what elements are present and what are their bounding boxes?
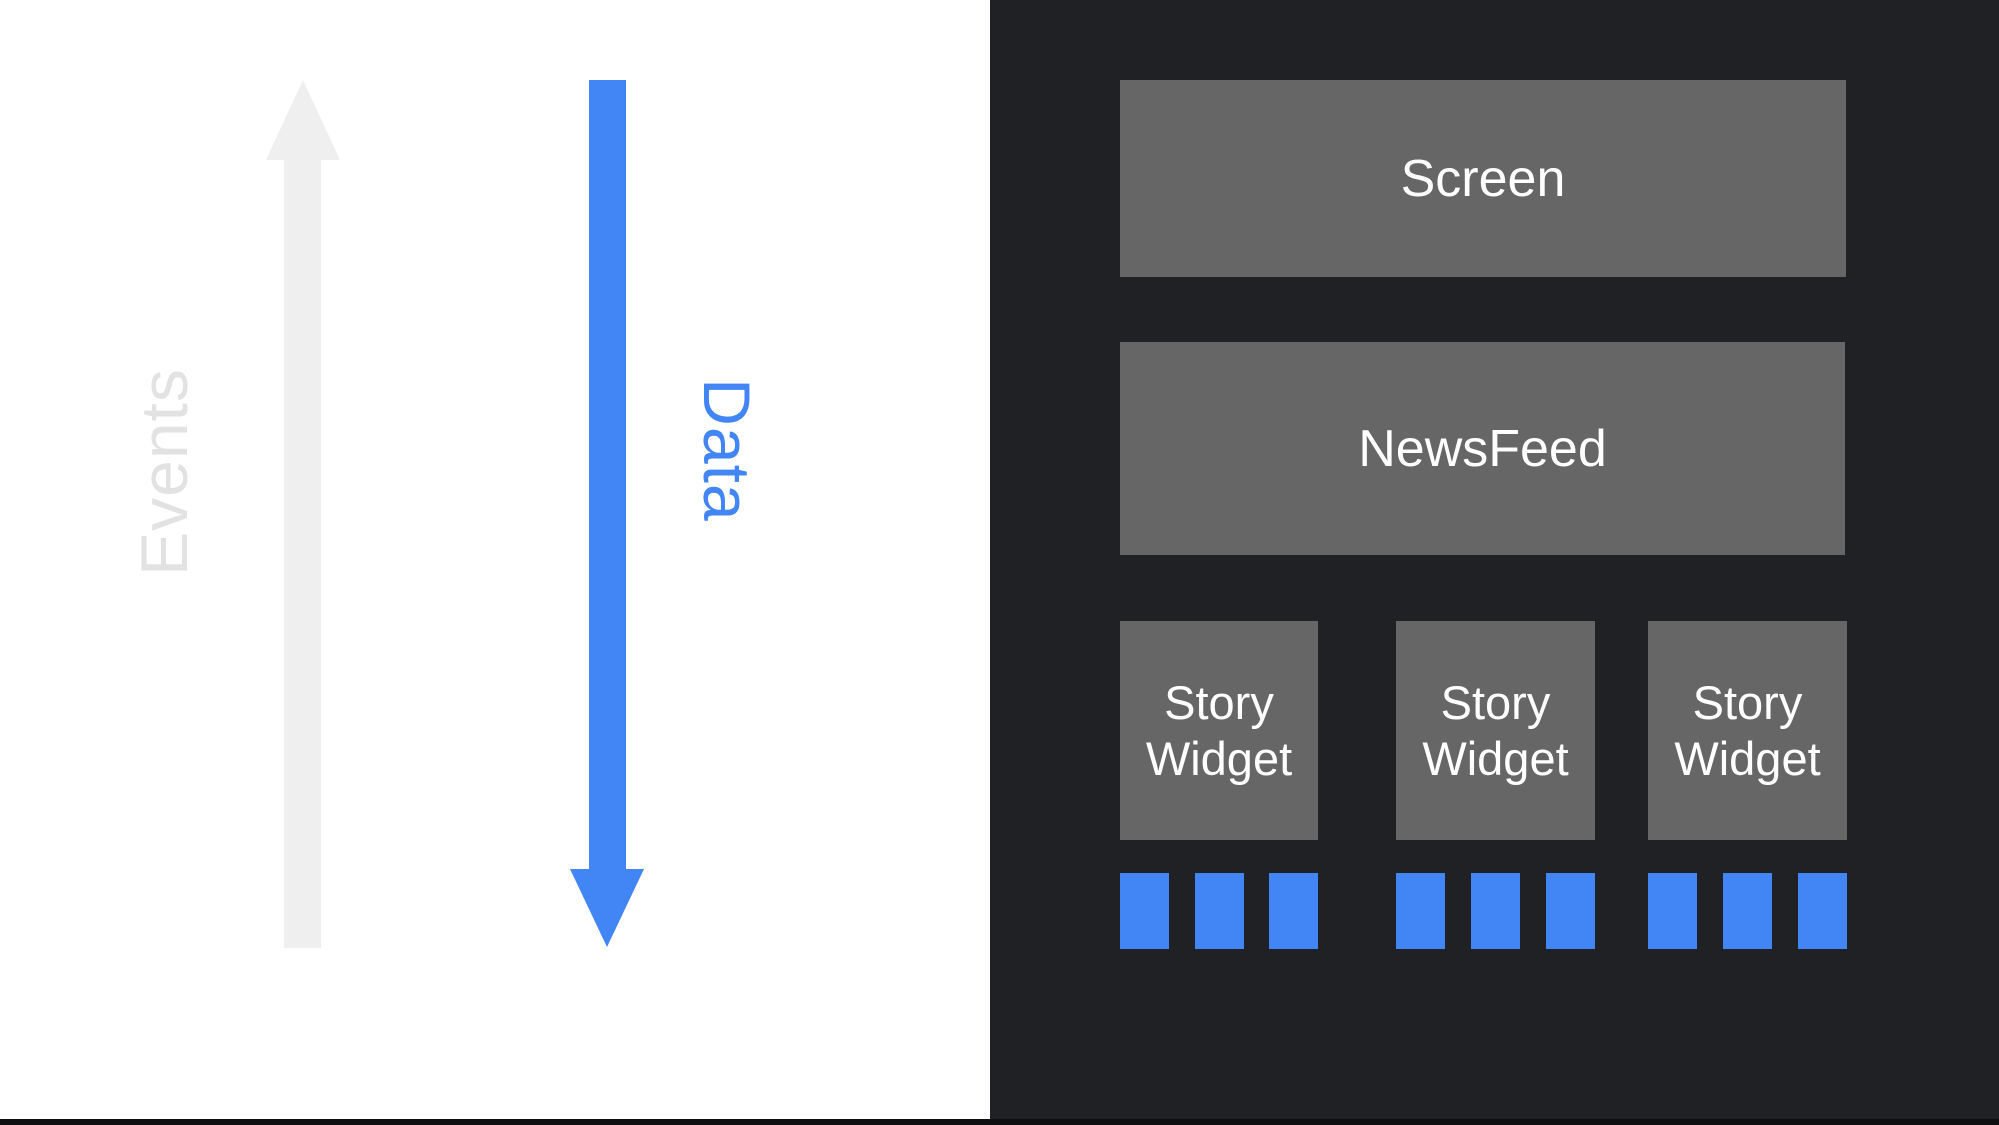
events-arrow-head-icon	[266, 80, 340, 160]
leaf-block	[1194, 873, 1244, 949]
story-widget-label-line2: Widget	[1674, 731, 1821, 785]
leaf-block	[1269, 873, 1318, 949]
story-widget-label-line2: Widget	[1145, 731, 1293, 785]
leaf-block	[1120, 873, 1169, 949]
newsfeed-box: NewsFeed	[1120, 342, 1845, 555]
story-blocks-group	[1648, 873, 1847, 949]
leaf-block	[1396, 873, 1445, 949]
story-widget-box: Story Widget	[1120, 621, 1318, 840]
leaf-block	[1546, 873, 1595, 949]
widget-tree-panel: Screen NewsFeed Story Widget Story Widge…	[990, 0, 1999, 1125]
events-arrow-shaft	[284, 158, 321, 948]
leaf-block	[1798, 873, 1847, 949]
screen-box: Screen	[1120, 80, 1846, 277]
leaf-block	[1723, 873, 1772, 949]
story-widget-label-line2: Widget	[1422, 731, 1569, 785]
story-widget-label-line1: Story	[1164, 676, 1274, 730]
leaf-block	[1648, 873, 1697, 949]
story-widget-label-line1: Story	[1440, 676, 1551, 730]
data-arrow-head-icon	[570, 869, 644, 947]
screen-box-label: Screen	[1400, 149, 1566, 208]
data-label: Data	[690, 378, 764, 522]
story-blocks-group	[1120, 873, 1318, 949]
story-widget-box: Story Widget	[1648, 621, 1847, 840]
flow-panel: Events Data	[0, 0, 990, 1125]
story-widget-label-line1: Story	[1692, 676, 1803, 730]
newsfeed-box-label: NewsFeed	[1358, 419, 1607, 478]
data-arrow-shaft	[589, 80, 626, 870]
bottom-strip	[0, 1119, 1999, 1125]
events-label: Events	[127, 368, 201, 576]
story-widget-box: Story Widget	[1396, 621, 1595, 840]
leaf-block	[1471, 873, 1520, 949]
story-blocks-group	[1396, 873, 1595, 949]
